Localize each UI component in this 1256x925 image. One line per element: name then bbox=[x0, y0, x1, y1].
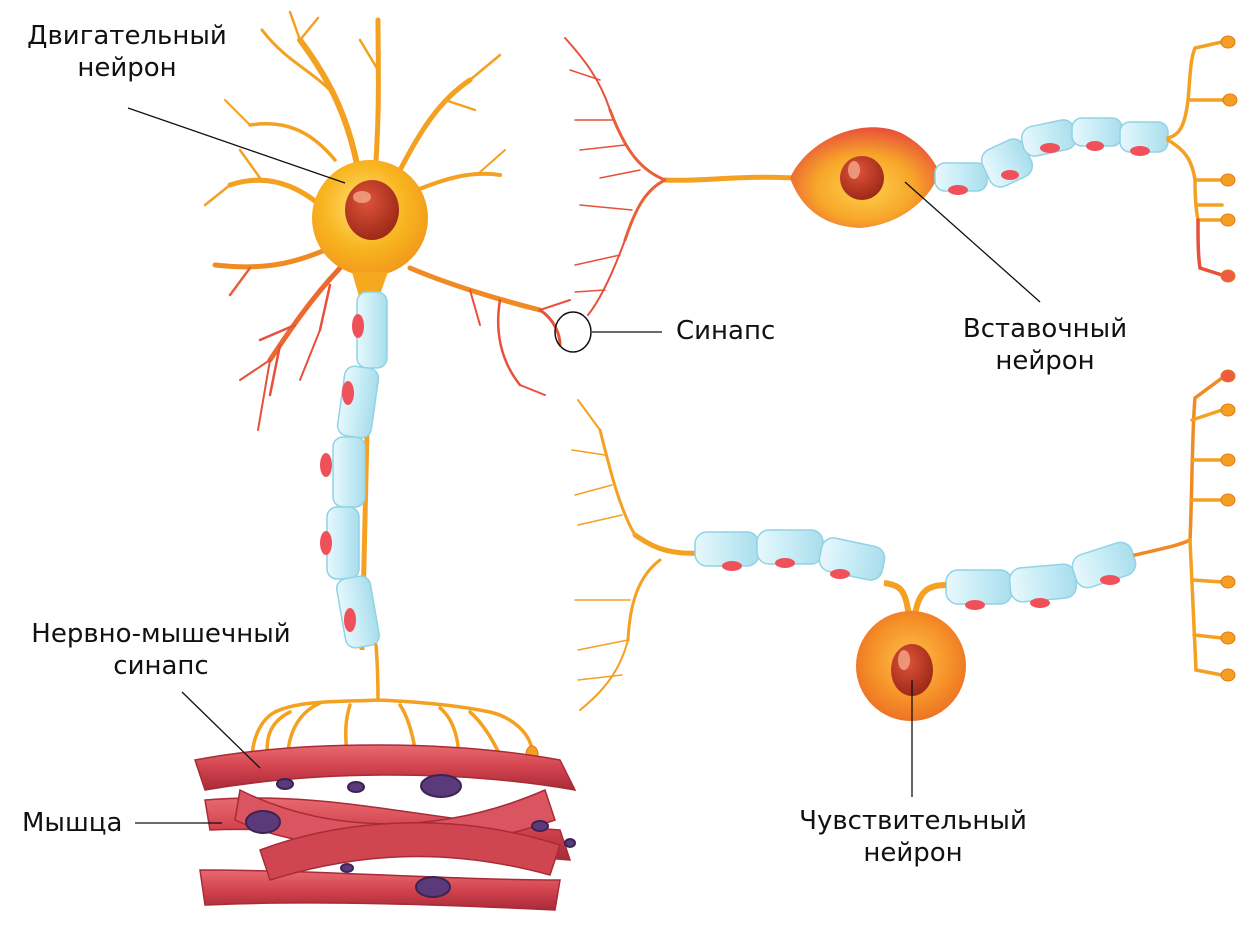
interneuron-label-line2: нейрон bbox=[950, 345, 1140, 377]
sensory-dendrites bbox=[572, 400, 700, 710]
synapse-label: Синапс bbox=[676, 315, 775, 347]
sensory-neuron-label-line1: Чувствительный bbox=[782, 805, 1044, 837]
interneuron bbox=[565, 36, 1237, 315]
sensory-neuron-label: Чувствительный нейрон bbox=[782, 805, 1044, 869]
muscle-label: Мышца bbox=[22, 807, 122, 839]
interneuron-nucleus-highlight bbox=[848, 161, 860, 179]
motor-neuron-label-line1: Двигательный bbox=[22, 20, 232, 52]
motor-neuron-label-line2: нейрон bbox=[22, 52, 232, 84]
interneuron-dendrites bbox=[565, 38, 795, 315]
sensory-axon-terminals bbox=[1135, 378, 1222, 675]
interneuron-nucleus bbox=[840, 156, 884, 200]
neuromuscular-synapse-label-line2: синапс bbox=[20, 650, 302, 682]
sensory-nucleus-highlight bbox=[898, 650, 910, 670]
motor-nucleus-highlight bbox=[353, 191, 371, 203]
interneuron-axon-terminals bbox=[1168, 42, 1225, 275]
interneuron-label: Вставочный нейрон bbox=[950, 313, 1140, 377]
motor-neuron-label: Двигательный нейрон bbox=[22, 20, 232, 84]
leader-motor bbox=[128, 108, 345, 183]
motor-myelin-sheath bbox=[320, 292, 387, 649]
sensory-neuron bbox=[572, 370, 1235, 721]
sensory-neuron-label-line2: нейрон bbox=[782, 837, 1044, 869]
leader-interneuron bbox=[905, 182, 1040, 302]
motor-nucleus bbox=[345, 180, 399, 240]
interneuron-terminal-boutons bbox=[1221, 36, 1237, 282]
interneuron-label-line1: Вставочный bbox=[950, 313, 1140, 345]
neuromuscular-synapse-label-line1: Нервно-мышечный bbox=[20, 618, 302, 650]
muscle-fibers bbox=[195, 745, 575, 910]
interneuron-myelin-sheath bbox=[935, 118, 1168, 195]
sensory-receptor-endings bbox=[1221, 370, 1235, 681]
synapse-marker bbox=[555, 312, 591, 352]
neuromuscular-synapse-label: Нервно-мышечный синапс bbox=[20, 618, 302, 682]
